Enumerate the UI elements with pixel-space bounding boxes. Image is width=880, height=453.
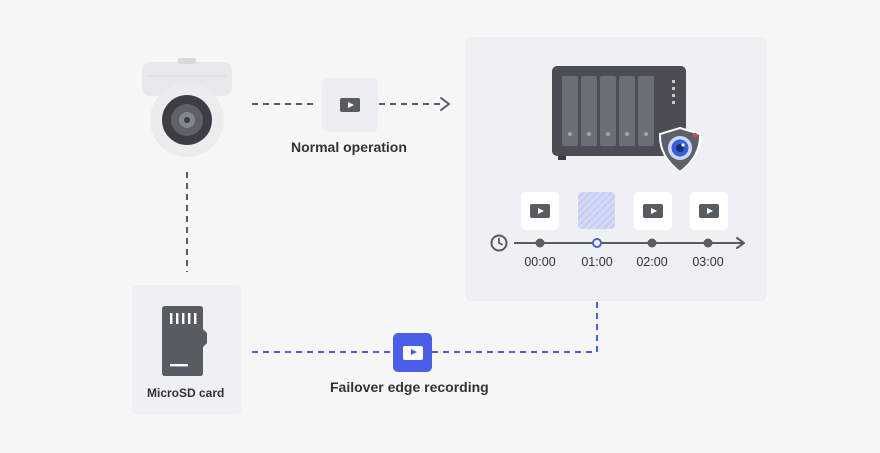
camera-icon: [142, 58, 232, 157]
timeline-point-0300: [703, 238, 713, 248]
recording-tile-0000: [521, 192, 559, 230]
nas-icon: [552, 66, 686, 160]
play-icon: [643, 204, 663, 218]
arrow-right-icon: [440, 97, 450, 111]
timeline: [490, 234, 745, 252]
normal-operation-tile: [322, 78, 378, 132]
time-label: 02:00: [636, 255, 668, 269]
time-label: 03:00: [692, 255, 724, 269]
microsd-card-label: MicroSD card: [147, 386, 225, 400]
failover-line-right: [432, 284, 598, 353]
timeline-point-0000: [535, 238, 545, 248]
play-icon: [530, 204, 550, 218]
play-icon: [340, 98, 360, 112]
missing-recording-tile: [578, 192, 615, 229]
play-icon: [402, 345, 423, 360]
time-label: 01:00: [581, 255, 613, 269]
timeline-point-0100: [592, 238, 602, 248]
timeline-arrow: [736, 237, 745, 249]
failover-tile: [393, 333, 432, 372]
recording-tile-0200: [634, 192, 672, 230]
microsd-icon: [162, 306, 207, 376]
clock-icon: [490, 234, 508, 252]
recording-tile-0300: [690, 192, 728, 230]
time-label: 00:00: [524, 255, 556, 269]
timeline-point-0200: [647, 238, 657, 248]
play-icon: [699, 204, 719, 218]
failover-label: Failover edge recording: [330, 379, 489, 395]
normal-operation-label: Normal operation: [291, 139, 407, 155]
surveillance-badge-icon: [658, 126, 702, 174]
